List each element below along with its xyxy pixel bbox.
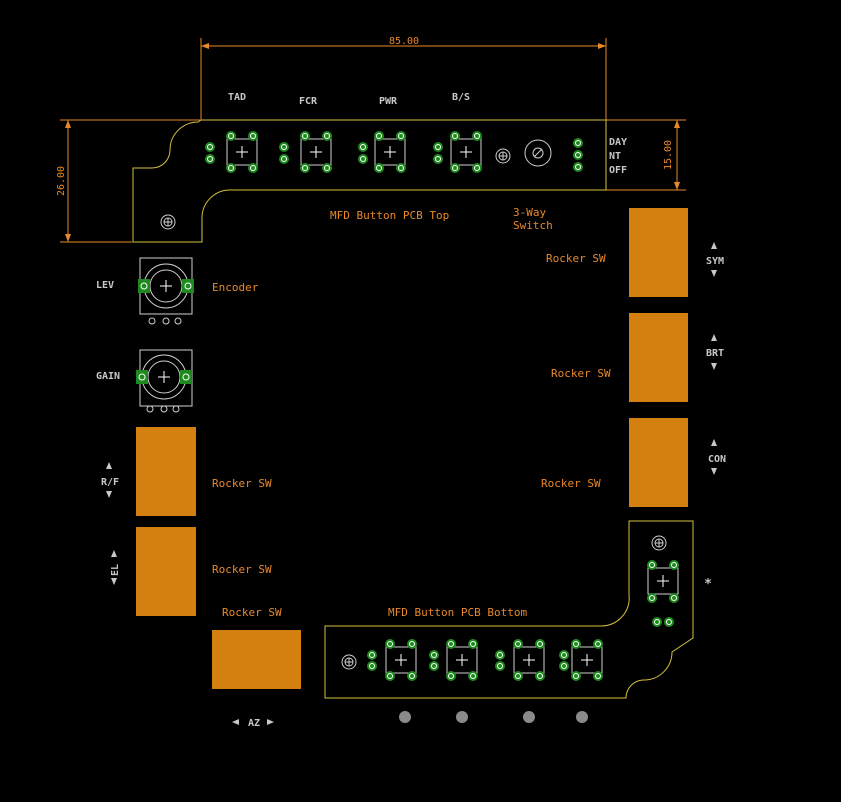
arrows-rf (106, 462, 112, 498)
switch-pwr (358, 131, 406, 173)
arrows-con (711, 439, 717, 475)
rocker-brt (629, 313, 688, 402)
label-day: DAY (609, 137, 627, 148)
dimension-left: 26.00 (56, 119, 200, 243)
encoder-gain (136, 349, 193, 413)
rocker-con (629, 418, 688, 507)
label-rocker-con: Rocker SW (541, 477, 601, 490)
switch-bottom-4 (559, 639, 603, 681)
dimension-small-label: 15.00 (663, 140, 674, 170)
label-fcr: FCR (299, 96, 318, 107)
arrows-el (111, 550, 117, 585)
arrows-sym (711, 242, 717, 277)
standoff-4 (576, 711, 588, 723)
switch-tad (205, 131, 258, 173)
pcb-bottom-outline (324, 520, 694, 699)
label-pcb-top: MFD Button PCB Top (330, 209, 449, 222)
mount-hole-bottom-left (341, 654, 357, 670)
rocker-sym (629, 208, 688, 297)
label-3way-line1: 3-Way (513, 206, 546, 219)
label-encoder: Encoder (212, 281, 259, 294)
label-3way-line2: Switch (513, 219, 553, 232)
label-rocker-brt: Rocker SW (551, 367, 611, 380)
rocker-az (212, 630, 301, 689)
standoff-1 (399, 711, 411, 723)
label-pcb-bottom: MFD Button PCB Bottom (388, 606, 527, 619)
dimension-right: 15.00 (606, 119, 686, 191)
arrows-brt (711, 334, 717, 370)
dimension-height-label: 26.00 (56, 166, 67, 196)
label-rocker-rf: Rocker SW (212, 477, 272, 490)
encoder-lev (138, 257, 194, 325)
label-lev: LEV (96, 280, 114, 291)
dimension-width-label: 85.00 (389, 36, 419, 47)
standoff-2 (456, 711, 468, 723)
label-off: OFF (609, 165, 627, 176)
label-sym: SYM (706, 256, 724, 267)
mount-hole-top-left (160, 214, 176, 230)
pcb-top-outline (132, 119, 607, 243)
rocker-rf (136, 427, 196, 516)
switch-star (647, 560, 679, 627)
switch-bottom-1 (367, 639, 417, 681)
label-rocker-az: Rocker SW (222, 606, 282, 619)
standoff-3 (523, 711, 535, 723)
label-rf: R/F (101, 477, 119, 488)
label-star: * (704, 577, 712, 592)
label-rocker-sym: Rocker SW (546, 252, 606, 265)
label-nt: NT (609, 151, 621, 162)
rocker-el (136, 527, 196, 616)
switch-bottom-3 (495, 639, 545, 681)
label-tad: TAD (228, 92, 246, 103)
arrows-az (232, 719, 274, 725)
label-el: EL (110, 564, 121, 576)
switch-bs (433, 131, 482, 173)
dimension-top: 85.00 (200, 36, 607, 120)
mount-hole-bottom-right (651, 535, 667, 551)
three-way-switch (524, 138, 583, 172)
label-con: CON (708, 454, 726, 465)
switch-bottom-2 (429, 639, 478, 681)
switch-fcr (279, 131, 332, 173)
mount-hole-top-mid (495, 148, 511, 164)
label-rocker-el: Rocker SW (212, 563, 272, 576)
label-pwr: PWR (379, 96, 398, 107)
label-bs: B/S (452, 92, 470, 103)
label-az: AZ (248, 718, 260, 729)
label-gain: GAIN (96, 371, 120, 382)
label-brt: BRT (706, 348, 724, 359)
